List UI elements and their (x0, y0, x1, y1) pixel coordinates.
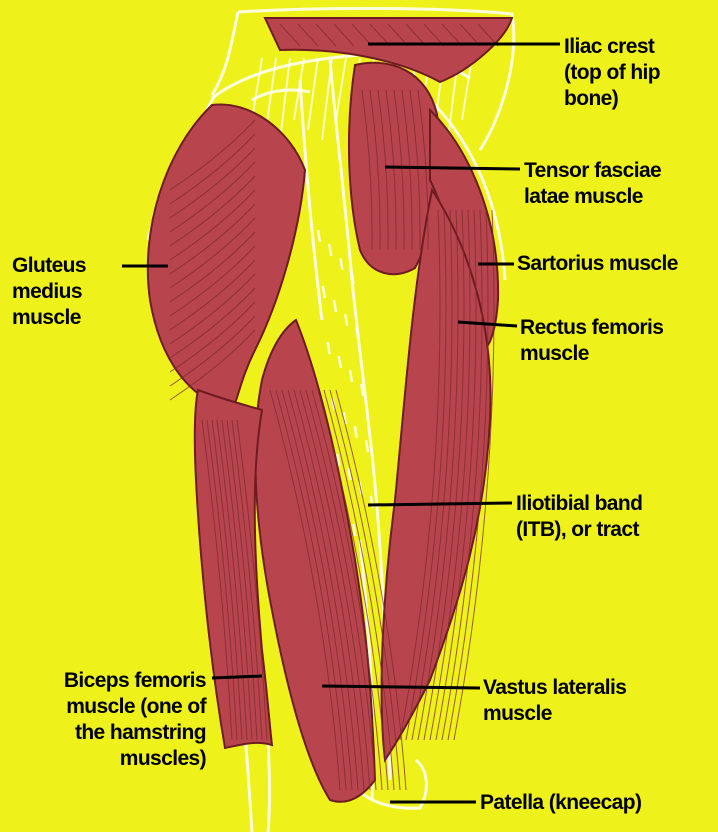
label-patella-line-1: Patella (kneecap) (480, 790, 641, 816)
fascia-line-7 (300, 80, 322, 320)
label-patella: Patella (kneecap) (480, 790, 641, 816)
vastus-lateralis-muscle (255, 320, 375, 802)
label-biceps-line-3: the hamstring (6, 720, 206, 746)
label-iliac-crest-line-3: bone) (564, 86, 660, 112)
label-gluteus-line-1: Gluteus (12, 253, 86, 279)
fascia-line-2 (212, 12, 238, 95)
label-iliotibial-band: Iliotibial band (ITB), or tract (516, 491, 642, 543)
label-iliac-crest-line-2: (top of hip (564, 60, 660, 86)
label-vastus-lateralis: Vastus lateralis muscle (483, 675, 626, 727)
label-iliac-crest: Iliac crest (top of hip bone) (564, 34, 660, 112)
itb-texture-dash (329, 244, 331, 256)
itb-texture-dash (339, 356, 341, 368)
label-tensor-fasciae-latae: Tensor fasciae latae muscle (524, 158, 661, 210)
itb-texture-dash (345, 314, 347, 326)
label-rectus-femoris: Rectus femoris muscle (520, 315, 663, 367)
leader-itb (368, 503, 512, 505)
itb-texture-dash (318, 230, 320, 242)
label-tensor-line-2: latae muscle (524, 184, 661, 210)
label-iliac-crest-line-1: Iliac crest (564, 34, 660, 60)
label-sartorius: Sartorius muscle (517, 251, 678, 277)
itb-texture-dash (353, 524, 355, 536)
itb-texture-dash (323, 286, 325, 298)
itb-texture-dash (334, 300, 336, 312)
leader-tensor (385, 167, 520, 169)
label-vastus-line-1: Vastus lateralis (483, 675, 626, 701)
label-biceps-line-4: muscles) (6, 746, 206, 772)
itb-texture-dash (328, 342, 330, 354)
label-vastus-line-2: muscle (483, 701, 626, 727)
label-rectus-line-2: muscle (520, 341, 663, 367)
crest-fascia-line (322, 58, 332, 140)
label-rectus-line-1: Rectus femoris (520, 315, 663, 341)
fascia-line-12 (268, 740, 270, 832)
itb-texture-dash (355, 426, 357, 438)
label-biceps-line-1: Biceps femoris (6, 668, 206, 694)
label-biceps-line-2: muscle (one of (6, 694, 206, 720)
label-biceps-femoris: Biceps femoris muscle (one of the hamstr… (6, 668, 206, 772)
crest-fascia-line (336, 58, 346, 120)
itb-texture-dash (366, 440, 368, 452)
label-gluteus-medius: Gluteus medius muscle (12, 253, 86, 331)
itb-texture-dash (350, 370, 352, 382)
label-tensor-line-1: Tensor fasciae (524, 158, 661, 184)
label-itb-line-2: (ITB), or tract (516, 517, 642, 543)
label-gluteus-line-2: medius (12, 279, 86, 305)
label-sartorius-line-1: Sartorius muscle (517, 251, 678, 277)
label-itb-line-1: Iliotibial band (516, 491, 642, 517)
crest-fascia-line (280, 58, 290, 140)
leader-vastus (322, 686, 480, 688)
fascia-line-11 (245, 735, 252, 832)
label-gluteus-line-3: muscle (12, 305, 86, 331)
itb-texture-dash (340, 258, 342, 270)
crest-fascia-line (308, 58, 318, 130)
leader-biceps (212, 676, 262, 678)
crest-fascia-line (252, 58, 262, 120)
